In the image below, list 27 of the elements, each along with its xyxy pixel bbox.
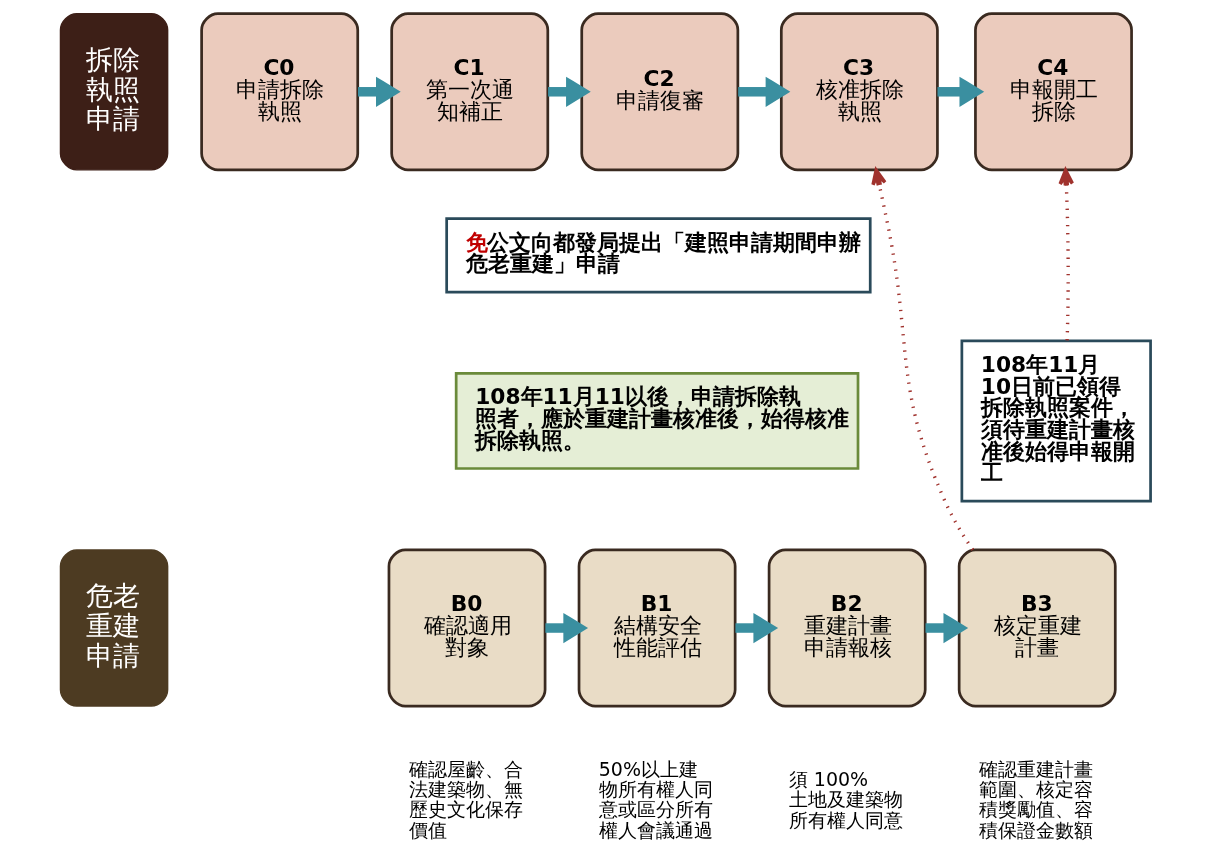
arrow	[737, 76, 790, 107]
node-box: C3 核准拆除執照	[779, 12, 939, 172]
arrow	[544, 612, 588, 644]
node-box: 免公文向都發局提出「建照申請期間申辦危老重建」申請	[444, 217, 872, 294]
node-box: C1 第一次通知補正	[389, 12, 549, 172]
node-box: C2 申請復審	[579, 12, 739, 172]
node-box: 危老重建申請	[59, 549, 168, 707]
node-label: 確認重建計畫範圍、核定容積獎勵值、容積保證金數額	[978, 757, 1093, 841]
node-box: B2 重建計畫申請報核	[767, 548, 927, 708]
node-label: 確認屋齡、合法建築物、無歷史文化保存價值	[408, 757, 523, 841]
node-box: 108年11月11以後，申請拆除執照者，應於重建計畫核准後，始得核准拆除執照。	[454, 372, 859, 470]
arrow	[937, 76, 984, 107]
node-label: 須 100%土地及建築物所有權人同意	[788, 767, 903, 831]
node-label: 50%以上建物所有權人同意或區分所有權人會議通過	[598, 757, 713, 841]
node-box: C0 申請拆除執照	[199, 12, 359, 172]
arrow	[925, 612, 968, 644]
node-box: 拆除執照申請	[59, 13, 168, 171]
node-box: B0 確認適用對象	[387, 548, 546, 708]
node-box: B1 結構安全性能評估	[577, 548, 736, 708]
arrow	[870, 168, 974, 551]
node-box: C4 申報開工拆除	[973, 12, 1133, 172]
node-box: B3 核定重建計畫	[957, 548, 1117, 708]
arrow	[357, 76, 401, 107]
arrow	[734, 612, 778, 644]
arrow	[547, 76, 591, 107]
arrow	[1057, 168, 1074, 341]
node-box: 108年11月10日前已領得拆除執照案件，須待重建計畫核准後始得申報開工	[960, 339, 1152, 503]
